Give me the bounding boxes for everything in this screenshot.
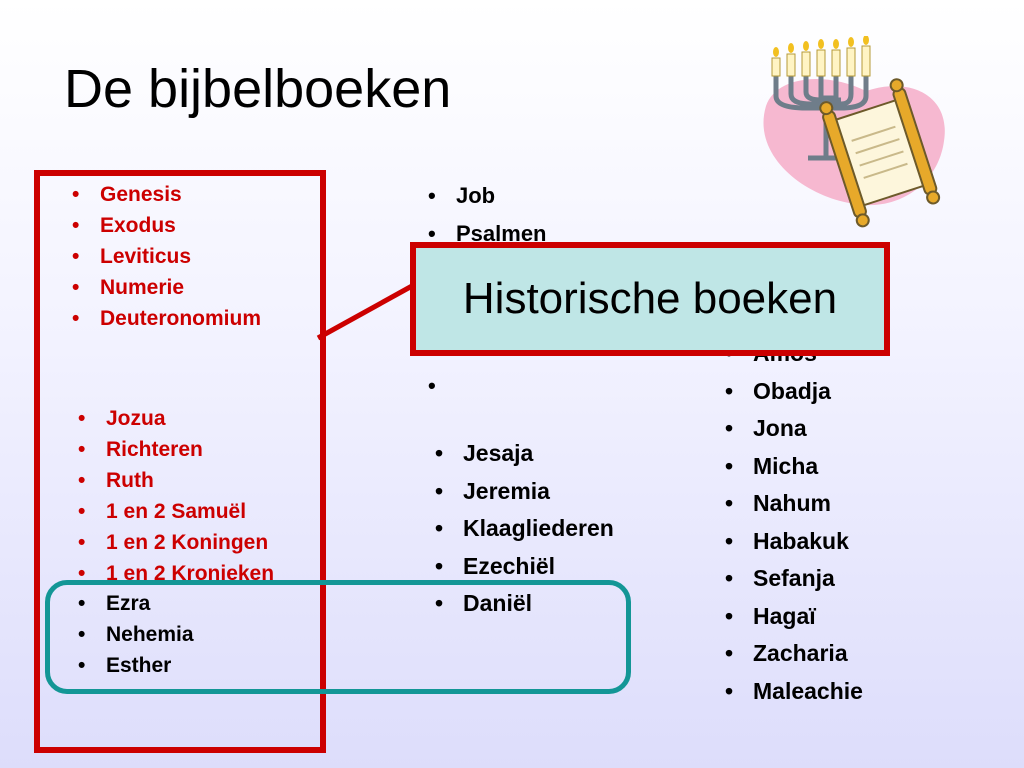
menorah-scroll-icon	[763, 36, 945, 228]
list-item: Nehemia	[78, 621, 193, 652]
list-item: Jeremia	[435, 476, 614, 514]
list-item: Deuteronomium	[72, 305, 261, 336]
list-item: Obadja	[725, 376, 863, 414]
list-item: Ezechiël	[435, 551, 614, 589]
callout-label: Historische boeken	[462, 274, 838, 323]
list-item: Jesaja	[435, 438, 614, 476]
slide-title: De bijbelboeken	[64, 59, 452, 119]
list-item: Micha	[725, 451, 863, 489]
list-item: Klaagliederen	[435, 513, 614, 551]
list-item: Hagaï	[725, 601, 863, 639]
list-item: Richteren	[78, 436, 274, 467]
list-item: 1 en 2 Koningen	[78, 529, 274, 560]
list-item: Jona	[725, 413, 863, 451]
list-item	[428, 372, 547, 410]
list-item: Habakuk	[725, 526, 863, 564]
list-item: Genesis	[72, 181, 261, 212]
list-item: Daniël	[435, 588, 614, 626]
list-item: Sefanja	[725, 563, 863, 601]
list-item: Ezra	[78, 590, 194, 621]
list-item: Esther	[78, 652, 194, 683]
list-item: 1 en 2 Kronieken	[78, 560, 274, 591]
historical-books-frame	[34, 170, 326, 753]
list-item: Leviticus	[72, 243, 261, 274]
list-item: Psalmen	[428, 220, 546, 258]
list-item: Jozua	[78, 405, 274, 436]
list-item: Maleachie	[725, 676, 863, 714]
list-item: Numerie	[72, 274, 261, 305]
list-item: Exodus	[72, 212, 261, 243]
list-item: Zacharia	[725, 638, 863, 676]
list-item: Job	[428, 182, 547, 220]
list-item: 1 en 2 Samuël	[78, 498, 274, 529]
historical-books-callout: Historische boeken	[410, 242, 890, 356]
post-exile-highlight-frame	[45, 580, 631, 694]
torah-list: Genesis Exodus Leviticus Numerie Deutero…	[72, 181, 261, 336]
list-item: Ruth	[78, 467, 274, 498]
post-exile-books-list: Ezra Nehemia Esther	[78, 590, 194, 683]
major-prophets-list: Jesaja Jeremia Klaagliederen Ezechiël Da…	[435, 438, 614, 626]
minor-prophets-list: Amos Obadja Jona Micha Nahum Habakuk Sef…	[725, 338, 863, 714]
list-item: Nahum	[725, 488, 863, 526]
historical-books-list: Jozua Richteren Ruth 1 en 2 Samuël 1 en …	[78, 405, 274, 591]
